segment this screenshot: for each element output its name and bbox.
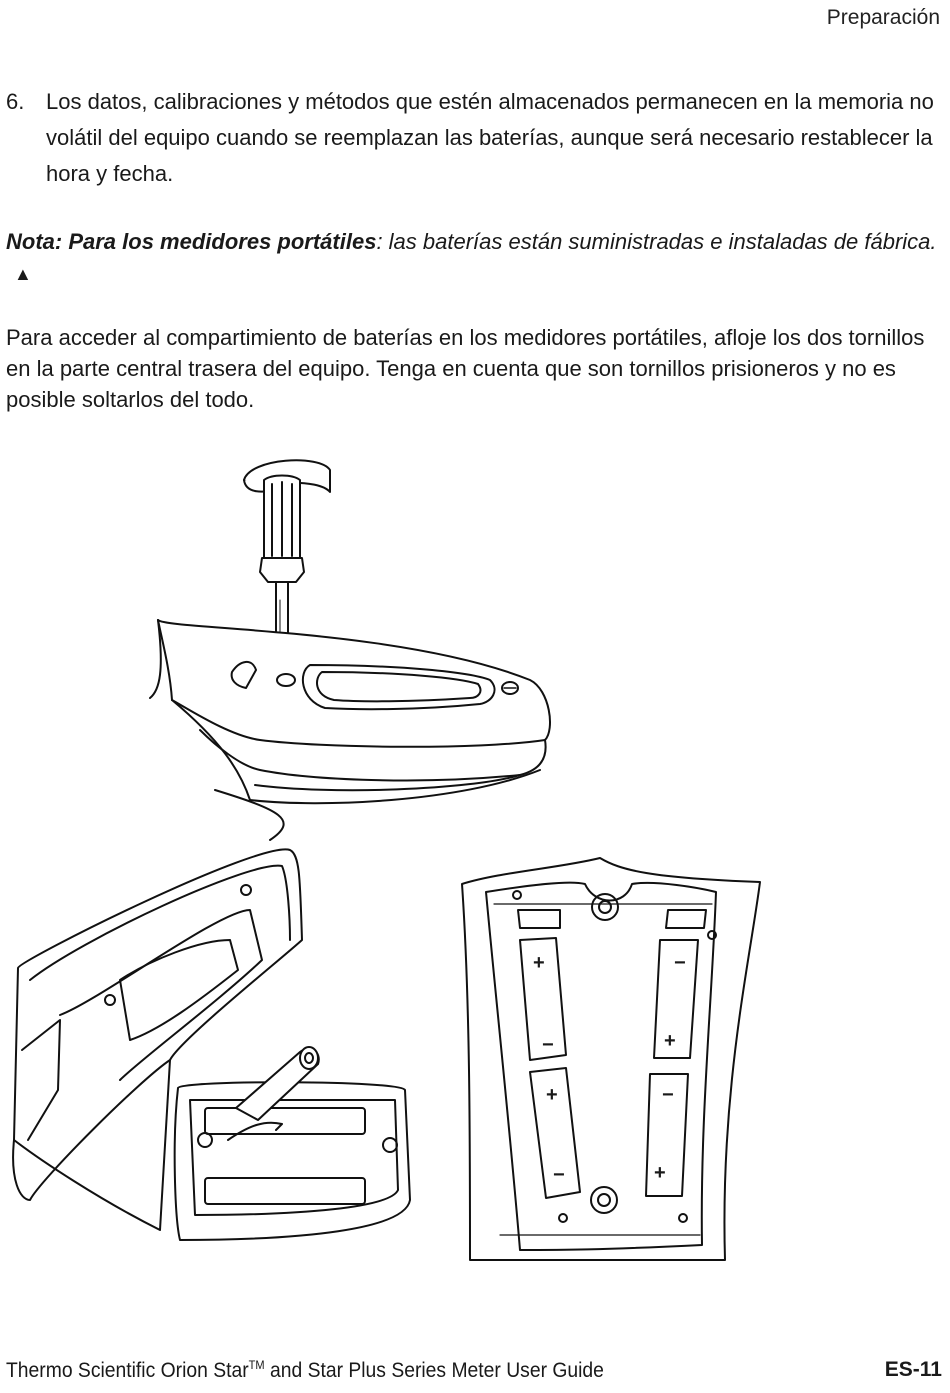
- step-number: 6.: [6, 89, 25, 114]
- battery-minus-label: −: [542, 1034, 554, 1056]
- screwdriver-icon: [244, 460, 330, 662]
- battery-plus-label: +: [546, 1084, 558, 1106]
- note-text: : las baterías están suministradas e ins…: [376, 229, 937, 254]
- note-label: Nota: Para los medidores portátiles: [6, 229, 377, 254]
- note-block: Nota: Para los medidores portátiles: las…: [6, 226, 944, 290]
- step-text: Los datos, calibraciones y métodos que e…: [46, 89, 934, 186]
- end-marker-icon: ▲: [14, 264, 32, 284]
- battery-plus-label: +: [664, 1030, 676, 1052]
- footer-title: Thermo Scientific Orion StarTM and Star …: [6, 1358, 604, 1382]
- battery-minus-label: −: [662, 1084, 674, 1106]
- battery-plus-label: +: [533, 952, 545, 974]
- body-paragraph: Para acceder al compartimiento de baterí…: [6, 325, 925, 412]
- battery-minus-label: −: [674, 952, 686, 974]
- page-footer: Thermo Scientific Orion StarTM and Star …: [6, 1358, 942, 1388]
- numbered-step: 6. Los datos, calibraciones y métodos qu…: [6, 84, 936, 192]
- battery-compartment-illustration: + − + − − + − +: [0, 440, 950, 1270]
- opened-meter-with-battery: [13, 849, 410, 1240]
- battery-compartment-view: [462, 858, 760, 1260]
- battery-plus-label: +: [654, 1162, 666, 1184]
- meter-back-housing: [150, 620, 550, 840]
- page-number: ES-11: [884, 1358, 942, 1381]
- battery-minus-label: −: [553, 1164, 565, 1186]
- running-header: Preparación: [826, 6, 940, 29]
